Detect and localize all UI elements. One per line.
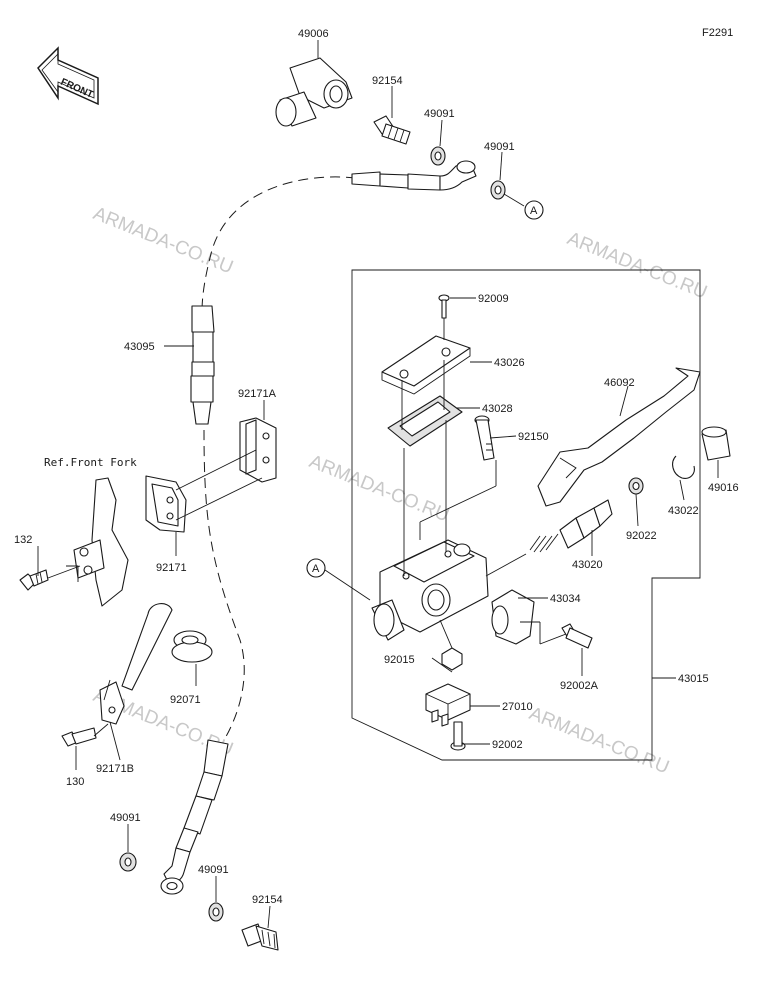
label-92002: 92002 <box>492 739 523 751</box>
banjo-bolt-top <box>373 115 411 145</box>
callout-a-mid <box>306 558 326 578</box>
callout-a-mid-letter: A <box>312 563 320 575</box>
bolt-92002A <box>561 623 593 649</box>
front-fork-bracket <box>66 477 129 607</box>
cap-49006 <box>275 57 353 127</box>
reference-label: Ref.Front Fork <box>44 456 137 469</box>
lever-46092 <box>537 367 701 507</box>
boot-49016 <box>701 426 731 461</box>
label-43095: 43095 <box>124 341 155 353</box>
label-49091-a: 49091 <box>424 108 455 120</box>
bolt-132 <box>19 569 49 591</box>
label-43015: 43015 <box>678 673 709 685</box>
label-92154-bottom: 92154 <box>252 894 283 906</box>
clip-92171B <box>99 603 173 725</box>
label-92002A: 92002A <box>560 680 599 692</box>
label-92154-top: 92154 <box>372 75 403 87</box>
clamp-92171A <box>239 417 277 483</box>
grommet-92071 <box>171 630 213 663</box>
label-27010: 27010 <box>502 701 533 713</box>
watermark-2: ARMADA-CO.RU <box>564 228 710 303</box>
label-92171: 92171 <box>156 562 187 574</box>
diaphragm-43028 <box>387 395 463 447</box>
watermarks: ARMADA-CO.RU ARMADA-CO.RU ARMADA-CO.RU A… <box>90 203 710 778</box>
circlip-43022 <box>672 455 695 479</box>
label-92009: 92009 <box>478 293 509 305</box>
label-92150: 92150 <box>518 431 549 443</box>
clamp-43034 <box>491 589 535 645</box>
label-43020: 43020 <box>572 559 603 571</box>
figure-code: F2291 <box>702 27 733 39</box>
front-arrow-icon: FRONT <box>37 46 99 106</box>
label-49006: 49006 <box>298 28 329 40</box>
assembly-boundary <box>351 269 701 761</box>
label-46092: 46092 <box>604 377 635 389</box>
part-labels: 49006 92154 49091 49091 43095 92171A Ref… <box>14 28 739 906</box>
bolt-130 <box>61 727 97 747</box>
label-43022: 43022 <box>668 505 699 517</box>
leader-lines <box>37 40 719 929</box>
label-92171B: 92171B <box>96 763 134 775</box>
label-43034: 43034 <box>550 593 581 605</box>
pivot-bolt-92150 <box>474 415 495 461</box>
cover-43026 <box>381 335 471 395</box>
switch-27010 <box>425 683 471 727</box>
screw-92002 <box>450 721 466 751</box>
label-43026: 43026 <box>494 357 525 369</box>
label-130: 130 <box>66 776 84 788</box>
label-92171A: 92171A <box>238 388 277 400</box>
brake-hose <box>160 160 477 895</box>
watermark-1: ARMADA-CO.RU <box>90 203 236 278</box>
screw-92009 <box>438 294 450 319</box>
label-49091-c: 49091 <box>110 812 141 824</box>
label-92071: 92071 <box>170 694 201 706</box>
master-cylinder-body <box>371 539 489 641</box>
label-49091-d: 49091 <box>198 864 229 876</box>
callout-a-top <box>524 200 544 220</box>
piston-kit-43020 <box>529 499 613 553</box>
label-49016: 49016 <box>708 482 739 494</box>
label-43028: 43028 <box>482 403 513 415</box>
watermark-3: ARMADA-CO.RU <box>306 451 452 526</box>
label-92022: 92022 <box>626 530 657 542</box>
clamp-92171 <box>145 475 187 533</box>
callout-a-top-letter: A <box>530 205 538 217</box>
label-49091-b: 49091 <box>484 141 515 153</box>
banjo-bolt-bottom <box>241 923 279 951</box>
label-132: 132 <box>14 534 32 546</box>
watermark-5: ARMADA-CO.RU <box>526 703 672 778</box>
label-92015: 92015 <box>384 654 415 666</box>
